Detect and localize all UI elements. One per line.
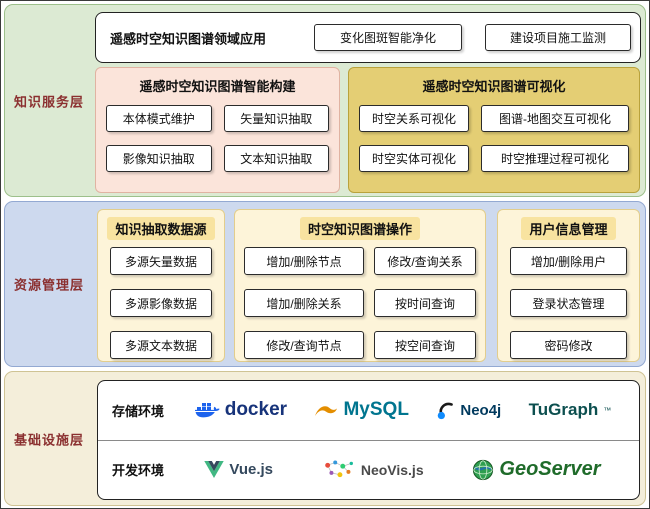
vuejs-label: Vue.js	[229, 461, 274, 479]
geoserver-globe-icon	[472, 459, 494, 481]
domain-application-box: 遥感时空知识图谱领域应用 变化图斑智能净化 建设项目施工监测	[95, 12, 641, 63]
datasource-item: 多源文本数据	[110, 331, 212, 359]
docker-label: docker	[224, 399, 288, 421]
dev-environment-row: 开发环境 Vue.js	[98, 441, 639, 500]
storage-logos: docker MySQL	[180, 399, 625, 421]
user-management-item: 密码修改	[510, 331, 627, 359]
domain-app-item: 变化图斑智能净化	[314, 24, 462, 51]
neovis-logo: NeoVis.js	[322, 457, 424, 483]
visualization-group-title: 遥感时空知识图谱可视化	[422, 79, 566, 94]
storage-environment-row: 存储环境	[98, 381, 639, 441]
vuejs-logo: Vue.js	[204, 461, 274, 479]
neo4j-icon	[436, 401, 455, 420]
datasource-group-title: 知识抽取数据源	[107, 217, 215, 240]
user-management-item: 登录状态管理	[510, 289, 627, 317]
construction-item: 本体模式维护	[106, 105, 212, 132]
graph-operation-item: 修改/查询关系	[374, 247, 476, 275]
docker-whale-icon	[194, 400, 220, 420]
resource-layer-panel: 资源管理层 知识抽取数据源 多源矢量数据 多源影像数据 多源文本数据 时空知识图…	[4, 201, 646, 367]
visualization-group: 遥感时空知识图谱可视化 时空关系可视化 图谱-地图交互可视化 时空实体可视化 时…	[348, 67, 640, 193]
user-management-group: 用户信息管理 增加/删除用户 登录状态管理 密码修改	[497, 209, 640, 362]
service-layer-label: 知识服务层	[13, 94, 84, 109]
graph-operations-items: 增加/删除节点 修改/查询关系 增加/删除关系 按时间查询 修改/查询节点 按空…	[235, 240, 485, 359]
graph-operation-item: 增加/删除节点	[244, 247, 364, 275]
construction-group-title: 遥感时空知识图谱智能构建	[139, 79, 296, 94]
construction-items: 本体模式维护 矢量知识抽取 影像知识抽取 文本知识抽取	[96, 95, 339, 172]
docker-logo: docker	[194, 399, 287, 421]
user-management-item: 增加/删除用户	[510, 247, 627, 275]
visualization-items: 时空关系可视化 图谱-地图交互可视化 时空实体可视化 时空推理过程可视化	[349, 95, 639, 172]
dev-environment-label: 开发环境	[112, 463, 165, 479]
graph-operation-item: 按空间查询	[374, 331, 476, 359]
user-management-title: 用户信息管理	[521, 217, 616, 240]
service-layer-panel: 知识服务层 遥感时空知识图谱领域应用 变化图斑智能净化 建设项目施工监测 遥感时…	[4, 4, 646, 197]
neovis-graph-icon	[322, 457, 356, 483]
graph-operations-group: 时空知识图谱操作 增加/删除节点 修改/查询关系 增加/删除关系 按时间查询 修…	[234, 209, 486, 362]
tugraph-trademark: ™	[603, 405, 612, 415]
tugraph-logo: TuGraph ™	[529, 400, 612, 420]
neo4j-label: Neo4j	[460, 401, 502, 419]
domain-application-title: 遥感时空知识图谱领域应用	[110, 31, 267, 46]
environment-box: 存储环境	[97, 380, 640, 500]
visualization-item: 时空实体可视化	[359, 145, 469, 172]
resource-layer-label: 资源管理层	[13, 277, 84, 293]
storage-environment-label: 存储环境	[112, 403, 165, 419]
graph-operations-title: 时空知识图谱操作	[299, 217, 420, 240]
construction-group: 遥感时空知识图谱智能构建 本体模式维护 矢量知识抽取 影像知识抽取 文本知识抽取	[95, 67, 340, 193]
graph-operation-item: 修改/查询节点	[244, 331, 364, 359]
datasource-items: 多源矢量数据 多源影像数据 多源文本数据	[98, 240, 224, 359]
mysql-dolphin-icon	[314, 403, 338, 417]
geoserver-label: GeoServer	[499, 458, 601, 481]
datasource-item: 多源矢量数据	[110, 247, 212, 275]
graph-operation-item: 增加/删除关系	[244, 289, 364, 317]
neo4j-logo: Neo4j	[436, 401, 501, 420]
tugraph-label: TuGraph	[528, 400, 599, 420]
visualization-item: 时空推理过程可视化	[481, 145, 629, 172]
user-management-items: 增加/删除用户 登录状态管理 密码修改	[498, 240, 639, 359]
mysql-logo: MySQL	[314, 399, 409, 421]
construction-item: 影像知识抽取	[106, 145, 212, 172]
neovis-label: NeoVis.js	[360, 461, 424, 478]
graph-operation-item: 按时间查询	[374, 289, 476, 317]
construction-item: 文本知识抽取	[223, 145, 329, 172]
infra-layer-label: 基础设施层	[13, 432, 84, 447]
construction-item: 矢量知识抽取	[223, 105, 329, 132]
mysql-label: MySQL	[343, 399, 409, 421]
domain-app-item: 建设项目施工监测	[485, 24, 631, 51]
dev-logos: Vue.js	[180, 457, 625, 483]
visualization-item: 时空关系可视化	[359, 105, 469, 132]
visualization-item: 图谱-地图交互可视化	[481, 105, 629, 132]
infra-layer-panel: 基础设施层 存储环境	[4, 371, 646, 506]
geoserver-logo: GeoServer	[472, 458, 601, 481]
datasource-group: 知识抽取数据源 多源矢量数据 多源影像数据 多源文本数据	[97, 209, 225, 362]
datasource-item: 多源影像数据	[110, 289, 212, 317]
vue-triangle-icon	[204, 461, 225, 479]
